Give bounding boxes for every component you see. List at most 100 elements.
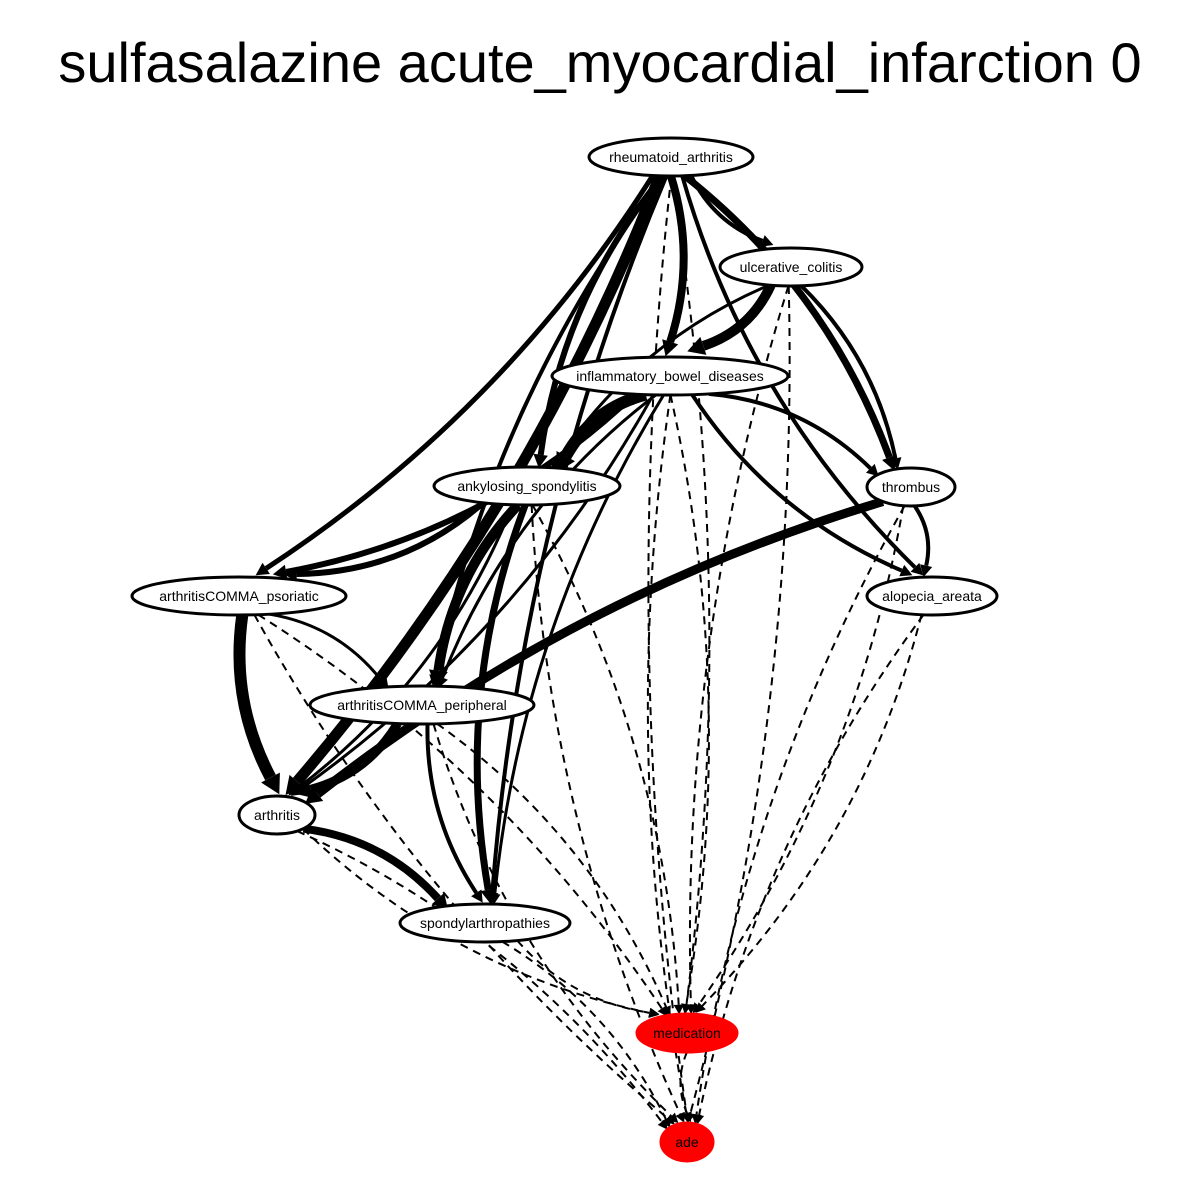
node-arthritisCOMMA_peripheral[interactable]: arthritisCOMMA_peripheral <box>308 684 536 726</box>
edge-arrowhead <box>661 1005 671 1017</box>
node-ade[interactable]: ade <box>659 1121 715 1163</box>
node-rheumatoid_arthritis[interactable]: rheumatoid_arthritis <box>587 136 755 178</box>
edge-arrowhead <box>910 562 924 576</box>
edge-ankylosing_spondylitis-to-ade <box>530 504 685 1123</box>
edge-ulcerative_colitis-to-inflammatory_bowel_diseases <box>687 283 776 355</box>
node-medication[interactable]: medication <box>635 1012 739 1054</box>
edge-line <box>302 828 650 1014</box>
edge-arrowhead <box>285 774 305 795</box>
edge-line <box>670 175 711 1005</box>
edge-arrowhead <box>675 1111 685 1123</box>
node-label: inflammatory_bowel_diseases <box>576 368 764 384</box>
node-shape[interactable] <box>432 465 622 507</box>
node-inflammatory_bowel_diseases[interactable]: inflammatory_bowel_diseases <box>550 355 790 397</box>
edge-arrowhead <box>882 454 897 471</box>
edge-line <box>257 613 663 1010</box>
edge-inflammatory_bowel_diseases-to-thrombus <box>708 391 879 477</box>
node-shape[interactable] <box>130 575 348 617</box>
node-layer: rheumatoid_arthritis ulcerative_colitisin… <box>130 136 999 1163</box>
edge-arrowhead <box>695 1002 706 1013</box>
node-thrombus[interactable]: thrombus <box>865 466 957 508</box>
edge-arrowhead <box>261 772 280 795</box>
edge-ulcerative_colitis-to-thrombus <box>799 284 902 470</box>
edge-thrombus-to-alopecia_areata <box>912 504 933 577</box>
edge-arrowhead <box>429 669 448 688</box>
node-shape[interactable] <box>718 246 864 288</box>
edge-line <box>666 174 688 344</box>
edge-line <box>298 394 655 791</box>
node-spondylarthropathies[interactable]: spondylarthropathies <box>398 902 572 944</box>
edge-line <box>531 504 680 1005</box>
node-shape[interactable] <box>308 684 536 726</box>
edge-line <box>296 500 486 577</box>
edge-rheumatoid_arthritis-to-thrombus <box>682 172 897 471</box>
node-shape[interactable] <box>659 1121 715 1163</box>
node-label: ankylosing_spondylitis <box>457 478 596 494</box>
edge-medication-to-ade <box>679 1051 692 1123</box>
node-label: rheumatoid_arthritis <box>609 149 733 165</box>
edge-line <box>799 284 898 459</box>
edge-line <box>647 175 688 1114</box>
edge-rheumatoid_arthritis-to-inflammatory_bowel_diseases <box>662 174 688 357</box>
edge-line <box>516 939 650 1014</box>
edge-line <box>441 393 657 679</box>
edge-line <box>309 721 402 794</box>
edge-line <box>912 504 931 567</box>
edge-arrowhead <box>305 786 324 804</box>
edge-thrombus-to-medication <box>692 505 905 1014</box>
edge-line <box>701 614 923 1007</box>
edge-arthritisCOMMA_psoriatic-to-arthritisCOMMA_peripheral <box>269 612 389 690</box>
edge-arrowhead <box>889 457 902 470</box>
edge-line <box>296 504 515 790</box>
edge-ankylosing_spondylitis-to-arthritisCOMMA_psoriatic <box>283 500 486 582</box>
node-label: thrombus <box>882 479 940 495</box>
edge-arrowhead <box>899 564 913 577</box>
edge-line <box>530 504 682 1115</box>
node-label: arthritis <box>254 807 300 823</box>
edge-line <box>264 174 655 571</box>
node-shape[interactable] <box>550 355 790 397</box>
edge-arrowhead <box>673 1004 684 1015</box>
node-shape[interactable] <box>587 136 755 178</box>
edge-line <box>436 722 668 1008</box>
node-shape[interactable] <box>237 794 317 836</box>
node-label: arthritisCOMMA_peripheral <box>337 697 507 713</box>
edge-arrowhead <box>682 1111 692 1123</box>
edge-line <box>425 723 478 894</box>
edge-spondylarthropathies-to-medication <box>516 939 660 1018</box>
node-shape[interactable] <box>865 466 957 508</box>
edge-line <box>302 824 441 902</box>
edge-arrowhead <box>760 235 774 247</box>
edge-arrowhead <box>480 888 496 904</box>
edge-arthritisCOMMA_peripheral-to-arthritis <box>295 721 402 798</box>
node-alopecia_areata[interactable]: alopecia_areata <box>865 575 999 617</box>
edge-arrowhead <box>283 566 297 582</box>
edge-arrowhead <box>272 564 288 580</box>
node-label: ade <box>675 1134 699 1150</box>
edge-ulcerative_colitis-to-ade <box>685 285 791 1123</box>
edge-arrowhead <box>471 889 483 903</box>
edge-alopecia_areata-to-ade <box>694 614 925 1125</box>
node-arthritis[interactable]: arthritis <box>237 794 317 836</box>
edge-arrowhead <box>649 1007 660 1018</box>
node-shape[interactable] <box>635 1012 739 1054</box>
node-label: ulcerative_colitis <box>740 259 843 275</box>
edge-line <box>697 505 905 1006</box>
node-ulcerative_colitis[interactable]: ulcerative_colitis <box>718 246 864 288</box>
edge-line <box>501 940 667 1120</box>
node-ankylosing_spondylitis[interactable]: ankylosing_spondylitis <box>432 465 622 507</box>
edge-line <box>708 391 872 470</box>
edge-arrowhead <box>694 1114 705 1125</box>
edge-arthritisCOMMA_psoriatic-to-arthritis <box>233 614 280 795</box>
node-shape[interactable] <box>865 575 999 617</box>
edge-arrowhead <box>533 453 548 469</box>
edge-line <box>698 614 925 1116</box>
node-shape[interactable] <box>398 902 572 944</box>
node-label: alopecia_areata <box>882 588 982 604</box>
node-arthritisCOMMA_psoriatic[interactable]: arthritisCOMMA_psoriatic <box>130 575 348 617</box>
edge-layer <box>233 172 933 1130</box>
edge-arrowhead <box>866 463 879 477</box>
edge-line <box>233 614 276 781</box>
edge-line <box>701 283 776 351</box>
